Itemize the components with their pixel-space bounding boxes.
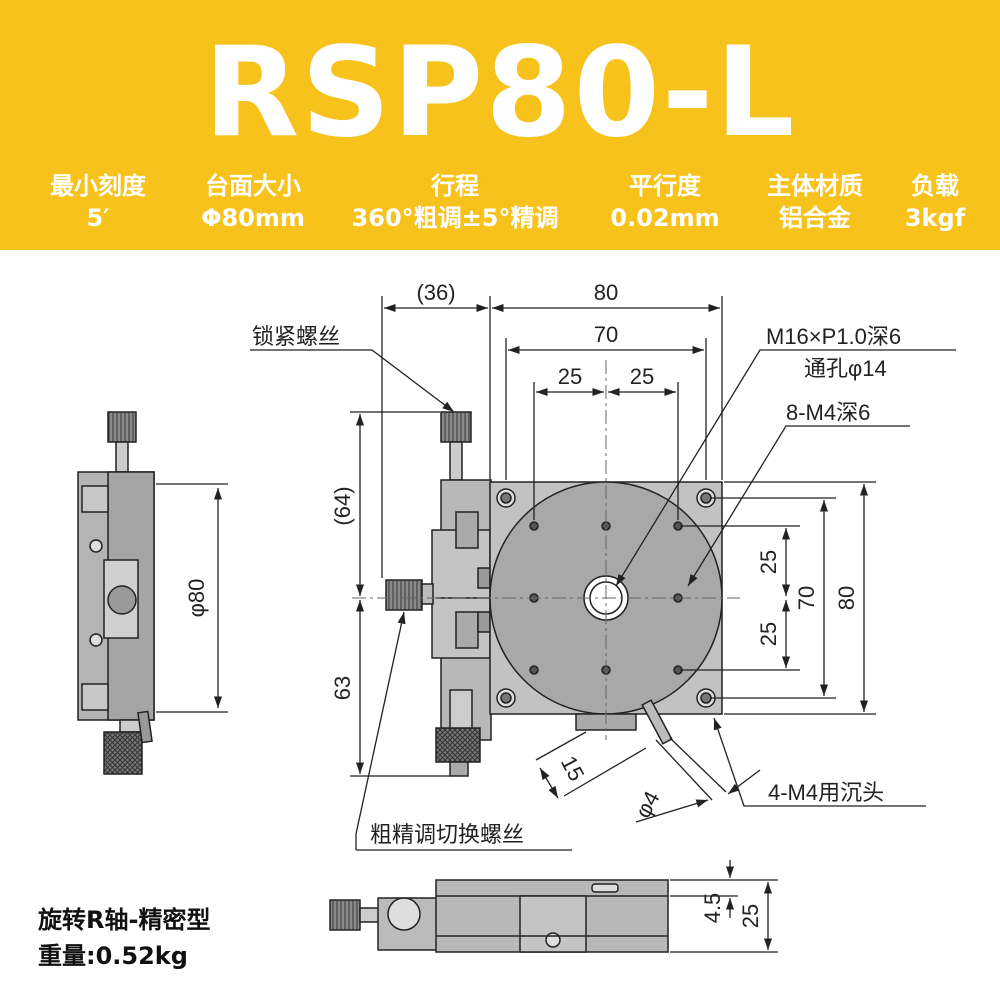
m4-hole [529, 665, 539, 675]
switch-screw-knob [385, 579, 423, 611]
micrometer-end [449, 761, 469, 777]
dim-25-height-label: 25 [738, 904, 763, 928]
callout-m4-holes: 8-M4深6 [786, 400, 870, 425]
m4-hole [529, 521, 539, 531]
spec-material: 主体材质 铝合金 [745, 170, 885, 234]
side-view-left [77, 411, 155, 775]
adjust-slot [455, 511, 479, 549]
spec-min-scale: 最小刻度 5′ [28, 170, 168, 234]
micrometer-barrel [449, 689, 473, 731]
side-screw-icon [545, 932, 561, 948]
spec-value: 铝合金 [779, 204, 851, 232]
spec-label: 台面大小 [205, 172, 301, 200]
dim-36-label: (36) [416, 280, 455, 305]
screw-block [81, 485, 109, 513]
lever [137, 710, 153, 744]
dim-4-5-label: 4.5 [700, 893, 725, 924]
spec-label: 主体材质 [767, 172, 863, 200]
lock-lever [641, 699, 673, 745]
dim-v80-label: 80 [834, 586, 859, 610]
callout-lock-screw: 锁紧螺丝 [252, 324, 340, 349]
bottom-dimensions [670, 860, 778, 953]
side-level-pin [591, 883, 619, 893]
product-type: 旋转R轴-精密型 [38, 906, 211, 934]
product-weight: 重量:0.52kg [38, 942, 188, 970]
right-dimensions [680, 481, 876, 715]
dim-80-label: 80 [594, 280, 618, 305]
dim-v70-label: 70 [794, 586, 819, 610]
adjust-body [385, 479, 492, 777]
micrometer-knob [103, 731, 143, 775]
spec-value: 0.02mm [610, 204, 720, 232]
knob-top [107, 411, 137, 443]
side-knob-center [107, 585, 137, 615]
micrometer-knob [435, 727, 481, 763]
callout-center-hole-1: M16×P1.0深6 [766, 324, 901, 349]
spec-travel: 行程 360°粗调±5°精调 [330, 170, 580, 234]
callout-lines [250, 349, 956, 851]
screw-block [81, 683, 109, 711]
spec-value: 3kgf [904, 204, 966, 232]
dim-phi80-label: φ80 [184, 579, 209, 618]
center-lines [352, 360, 740, 740]
dim-v25a-label: 25 [756, 550, 781, 574]
spec-value: Φ80mm [201, 204, 305, 232]
product-note: 旋转R轴-精密型 重量:0.52kg [38, 902, 210, 974]
shaft-top [115, 441, 129, 473]
lock-screw-shaft [449, 441, 463, 481]
dim-70-label: 70 [594, 322, 618, 347]
side-knob [329, 899, 361, 931]
lock-screw-knob [440, 411, 472, 443]
lock-screw [440, 411, 472, 481]
spec-table-size: 台面大小 Φ80mm [178, 170, 328, 234]
side-shaft [359, 907, 381, 923]
spec-parallelism: 平行度 0.02mm [590, 170, 740, 234]
dim-64-label: (64) [330, 486, 355, 525]
side-screw-icon [89, 633, 103, 647]
clamp-tab [477, 611, 491, 633]
header-banner: RSP80-L 最小刻度 5′ 台面大小 Φ80mm 行程 360°粗调±5°精… [0, 0, 1000, 250]
side-hole [387, 897, 421, 931]
callout-counterbore: 4-M4用沉头 [768, 780, 884, 805]
adjust-slot [455, 611, 479, 649]
angled-dimensions [535, 731, 761, 823]
spec-label: 平行度 [629, 172, 701, 200]
product-title: RSP80-L [203, 21, 797, 165]
dim-phi80 [156, 483, 228, 713]
clamp-tab [477, 567, 491, 589]
dim-phi4-label: φ4 [630, 787, 665, 822]
switch-screw-shaft [420, 583, 434, 605]
spec-label: 负载 [911, 172, 959, 200]
side-view-bottom [329, 879, 669, 953]
callout-center-hole-2: 通孔φ14 [804, 356, 887, 381]
spec-load: 负载 3kgf [885, 170, 985, 234]
dim-25b-label: 25 [630, 364, 654, 389]
side-screw-icon [89, 539, 103, 553]
top-dimensions [381, 296, 723, 578]
spec-value: 360°粗调±5°精调 [351, 204, 559, 232]
dim-v25b-label: 25 [756, 622, 781, 646]
spec-value: 5′ [86, 204, 110, 232]
dim-25a-label: 25 [558, 364, 582, 389]
left-dimensions [350, 411, 450, 777]
dim-63-label: 63 [330, 676, 355, 700]
spec-label: 最小刻度 [50, 172, 146, 200]
dim-15-label: 15 [556, 752, 590, 785]
spec-label: 行程 [431, 172, 479, 200]
callout-switch-screw: 粗精调切换螺丝 [370, 822, 524, 847]
